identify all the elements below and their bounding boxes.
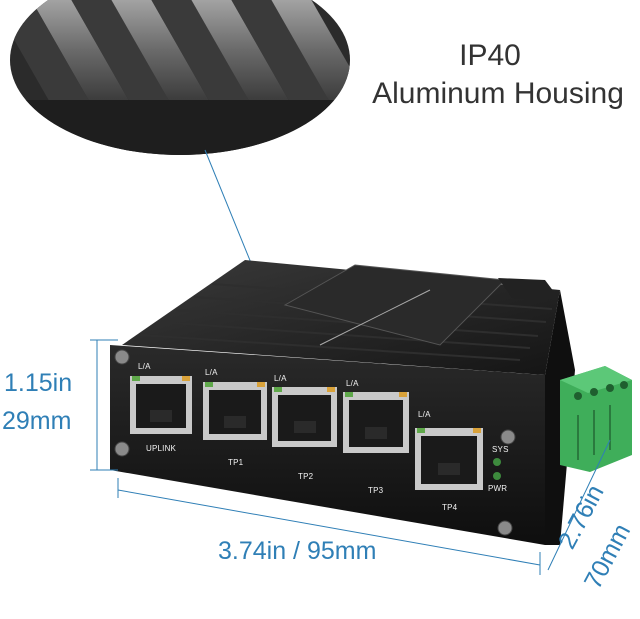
la-label: L/A	[205, 368, 218, 377]
la-label: L/A	[138, 362, 151, 371]
port-label-tp1: TP1	[228, 458, 244, 467]
width-label: 3.74in / 95mm	[218, 537, 377, 565]
power-terminal-block	[560, 366, 632, 472]
height-mm-label: 29mm	[2, 407, 72, 435]
callout-title-ip40: IP40	[459, 39, 521, 72]
heatsink-closeup	[10, 0, 350, 155]
port-label-uplink: UPLINK	[146, 444, 177, 453]
sys-led	[493, 458, 501, 466]
port-uplink	[130, 376, 192, 434]
port-tp2	[272, 387, 337, 447]
la-label: L/A	[418, 410, 431, 419]
la-label: L/A	[274, 374, 287, 383]
port-tp4	[415, 428, 483, 490]
height-inches-label: 1.15in	[4, 369, 73, 397]
port-label-tp4: TP4	[442, 503, 458, 512]
pwr-led-label: PWR	[488, 484, 508, 493]
port-label-tp3: TP3	[368, 486, 384, 495]
port-tp1	[203, 382, 267, 440]
dimension-lines	[90, 339, 611, 575]
la-label: L/A	[346, 379, 359, 388]
port-label-tp2: TP2	[298, 472, 314, 481]
pwr-led	[493, 472, 501, 480]
callout-title-housing: Aluminum Housing	[372, 77, 624, 110]
sys-led-label: SYS	[492, 445, 509, 454]
port-tp3	[343, 392, 409, 453]
